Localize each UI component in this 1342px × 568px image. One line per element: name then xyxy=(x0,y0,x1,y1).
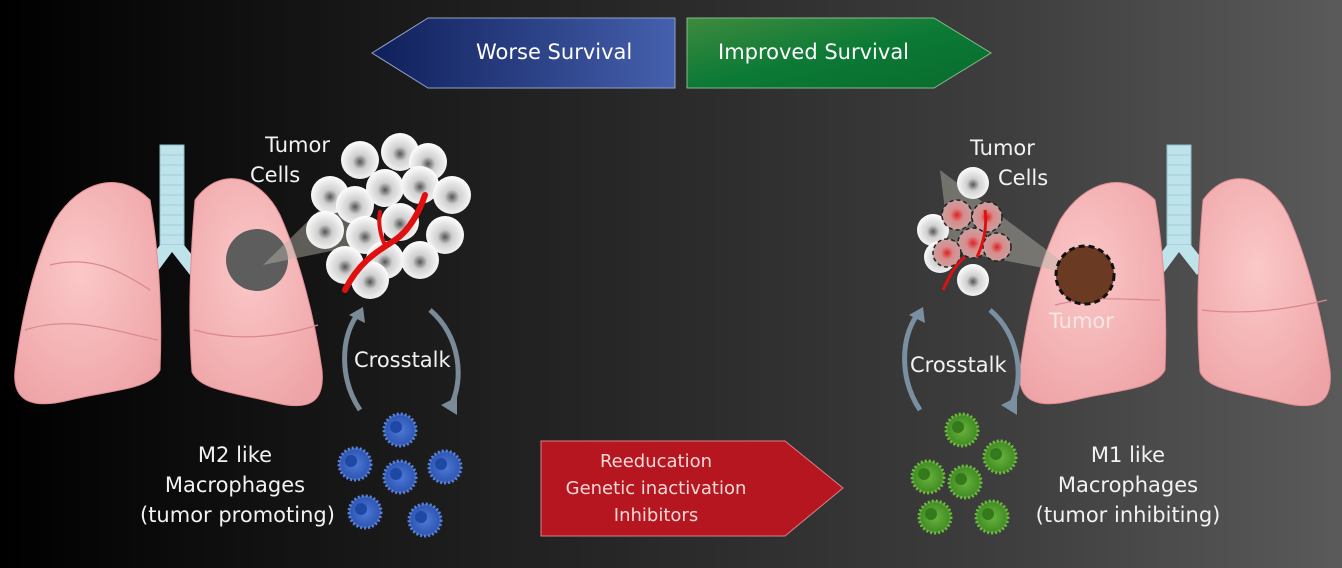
lung-tumor-large xyxy=(226,185,360,291)
m1-line3: (tumor inhibiting) xyxy=(1035,503,1221,527)
tumor-label-right: Tumor xyxy=(1049,309,1114,333)
up-arrow-icon xyxy=(342,313,363,412)
treatment-inhibitors: Inhibitors xyxy=(613,505,699,526)
worse-survival-label: Worse Survival xyxy=(476,40,633,64)
up-arrow-icon xyxy=(902,313,923,412)
m1-macrophages xyxy=(910,412,1018,535)
m1-macrophage-label: M1 like Macrophages (tumor inhibiting) xyxy=(1028,440,1228,530)
m2-line1: M2 like xyxy=(197,443,273,467)
treatment-genetic-inactivation: Genetic inactivation xyxy=(565,478,747,499)
down-arrow-icon xyxy=(988,308,1021,409)
tumor-label-line2: Cells xyxy=(998,166,1049,190)
trachea-icon xyxy=(1152,144,1207,275)
m1-line1: M1 like xyxy=(1090,443,1166,467)
treatment-label: Reeducation Genetic inactivation Inhibit… xyxy=(548,448,764,529)
left-lungs xyxy=(14,144,323,407)
m2-line3: (tumor promoting) xyxy=(140,503,335,527)
treatment-arrow xyxy=(540,440,844,537)
crosstalk-label-right: Crosstalk xyxy=(910,353,1007,377)
tumor-label-line2: Cells xyxy=(250,163,301,187)
crosstalk-arrows-right xyxy=(902,307,1021,415)
m2-macrophage-label: M2 like Macrophages (tumor promoting) xyxy=(140,440,335,530)
tumor-label-line1: Tumor xyxy=(265,133,330,157)
m2-macrophages xyxy=(337,412,463,538)
tumor-cells-label-right: Tumor Cells xyxy=(970,133,1060,193)
left-lung-lobe xyxy=(14,182,162,405)
tumor-cells-cluster-right xyxy=(917,167,1012,296)
crosstalk-arrows-left xyxy=(342,307,461,415)
improved-survival-arrow xyxy=(686,17,992,89)
tumor-label-line1: Tumor xyxy=(970,136,1035,160)
macrophage-icon xyxy=(910,412,1018,535)
tumor-cells-cluster-left xyxy=(306,133,471,299)
treatment-reeducation: Reeducation xyxy=(599,451,713,472)
m2-line2: Macrophages xyxy=(164,473,306,497)
crosstalk-label-left: Crosstalk xyxy=(354,348,451,372)
worse-survival-arrow xyxy=(371,17,676,89)
tumor-cells-label-left: Tumor Cells xyxy=(250,130,330,190)
right-lung-lobe xyxy=(189,178,323,407)
m1-line2: Macrophages xyxy=(1057,473,1199,497)
improved-survival-label: Improved Survival xyxy=(718,40,910,64)
down-arrow-icon xyxy=(428,308,461,409)
trachea-icon xyxy=(145,144,200,275)
right-lungs xyxy=(1019,144,1331,407)
